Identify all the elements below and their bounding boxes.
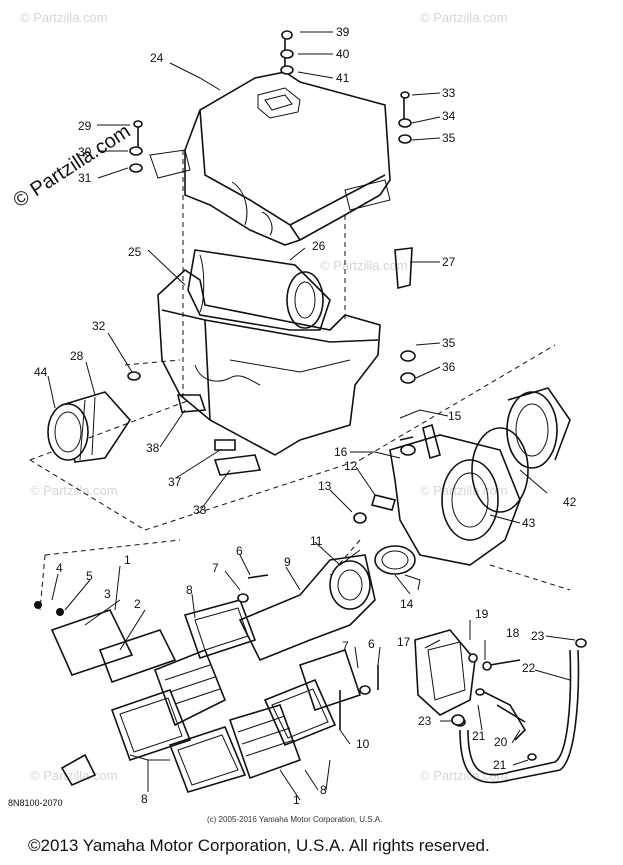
callout-28: 28 (70, 349, 84, 363)
callout-38b: 38 (193, 503, 207, 517)
callout-1b: 1 (293, 793, 300, 807)
callout-19: 19 (475, 607, 489, 621)
callout-4: 4 (56, 561, 63, 575)
callout-8b: 8 (320, 783, 327, 797)
watermark: © Partzilla.com (20, 10, 108, 25)
callout-1: 1 (124, 553, 131, 567)
callout-14: 14 (400, 597, 414, 611)
callout-21: 21 (472, 729, 486, 743)
callout-42: 42 (563, 495, 577, 509)
callout-6b: 6 (368, 637, 375, 651)
airbox-case (157, 268, 381, 456)
callout-44: 44 (34, 365, 48, 379)
callout-37: 37 (168, 475, 182, 489)
callout-8: 8 (186, 583, 193, 597)
callout-15: 15 (448, 409, 462, 423)
gasket-plate (110, 599, 257, 793)
watermark: © Partzilla.com (420, 768, 508, 783)
callout-labels: 39 40 41 24 33 34 35 29 30 31 25 26 27 3… (34, 25, 577, 807)
callout-10: 10 (356, 737, 370, 751)
air-filter (187, 249, 331, 331)
callout-7: 7 (212, 561, 219, 575)
callout-30: 30 (78, 145, 92, 159)
drawing-code: 8N8100-2070 (8, 798, 63, 808)
watermark: © Partzilla.com (30, 483, 118, 498)
callout-34: 34 (442, 109, 456, 123)
callout-41: 41 (336, 71, 350, 85)
callout-23: 23 (531, 629, 545, 643)
watermarks: © Partzilla.com © Partzilla.com © Partzi… (20, 10, 508, 783)
callout-29: 29 (78, 119, 92, 133)
callout-6: 6 (236, 544, 243, 558)
oil-pump (414, 629, 527, 741)
leader-lines (47, 31, 576, 801)
callout-25: 25 (128, 245, 142, 259)
intake-boot (47, 391, 132, 463)
small-copyright: (c) 2005-2016 Yamaha Motor Corporation, … (207, 815, 383, 824)
callout-18: 18 (506, 626, 520, 640)
callout-33: 33 (442, 86, 456, 100)
manifold-flange (238, 554, 376, 662)
callout-11: 11 (310, 534, 323, 548)
hardware (60, 30, 537, 787)
watermark: © Partzilla.com (320, 258, 408, 273)
callout-5: 5 (86, 569, 93, 583)
copyright-footer: ©2013 Yamaha Motor Corporation, U.S.A. A… (28, 836, 490, 855)
callout-2: 2 (134, 597, 141, 611)
callout-26: 26 (312, 239, 326, 253)
callout-12: 12 (344, 459, 358, 473)
callout-40: 40 (336, 47, 350, 61)
watermark: © Partzilla.com (420, 483, 508, 498)
watermark: © Partzilla.com (30, 768, 118, 783)
callout-8c: 8 (141, 792, 148, 806)
callout-35b: 35 (442, 336, 456, 350)
callout-21b: 21 (493, 758, 507, 772)
callout-38: 38 (146, 441, 160, 455)
callout-20: 20 (494, 735, 508, 749)
callout-24: 24 (150, 51, 164, 65)
callout-17: 17 (397, 635, 411, 649)
callout-31: 31 (78, 171, 92, 185)
callout-7b: 7 (342, 639, 349, 653)
rubber-seal (394, 247, 413, 290)
reed-valve-right (228, 648, 362, 780)
callout-13: 13 (318, 479, 332, 493)
callout-9: 9 (284, 555, 291, 569)
callout-39: 39 (336, 25, 350, 39)
callout-16: 16 (334, 445, 348, 459)
callout-22: 22 (522, 661, 536, 675)
airbox-cover (149, 71, 391, 246)
reed-valve-left (34, 601, 227, 727)
callout-23b: 23 (418, 714, 432, 728)
callout-43: 43 (522, 516, 536, 530)
callout-3: 3 (104, 587, 111, 601)
callout-36: 36 (442, 360, 456, 374)
callout-32: 32 (92, 319, 106, 333)
intake-manifold (389, 387, 571, 566)
callout-35: 35 (442, 131, 456, 145)
hose-clamp (374, 545, 421, 591)
watermark: © Partzilla.com (420, 10, 508, 25)
callout-27: 27 (442, 255, 456, 269)
bolt (353, 494, 397, 524)
